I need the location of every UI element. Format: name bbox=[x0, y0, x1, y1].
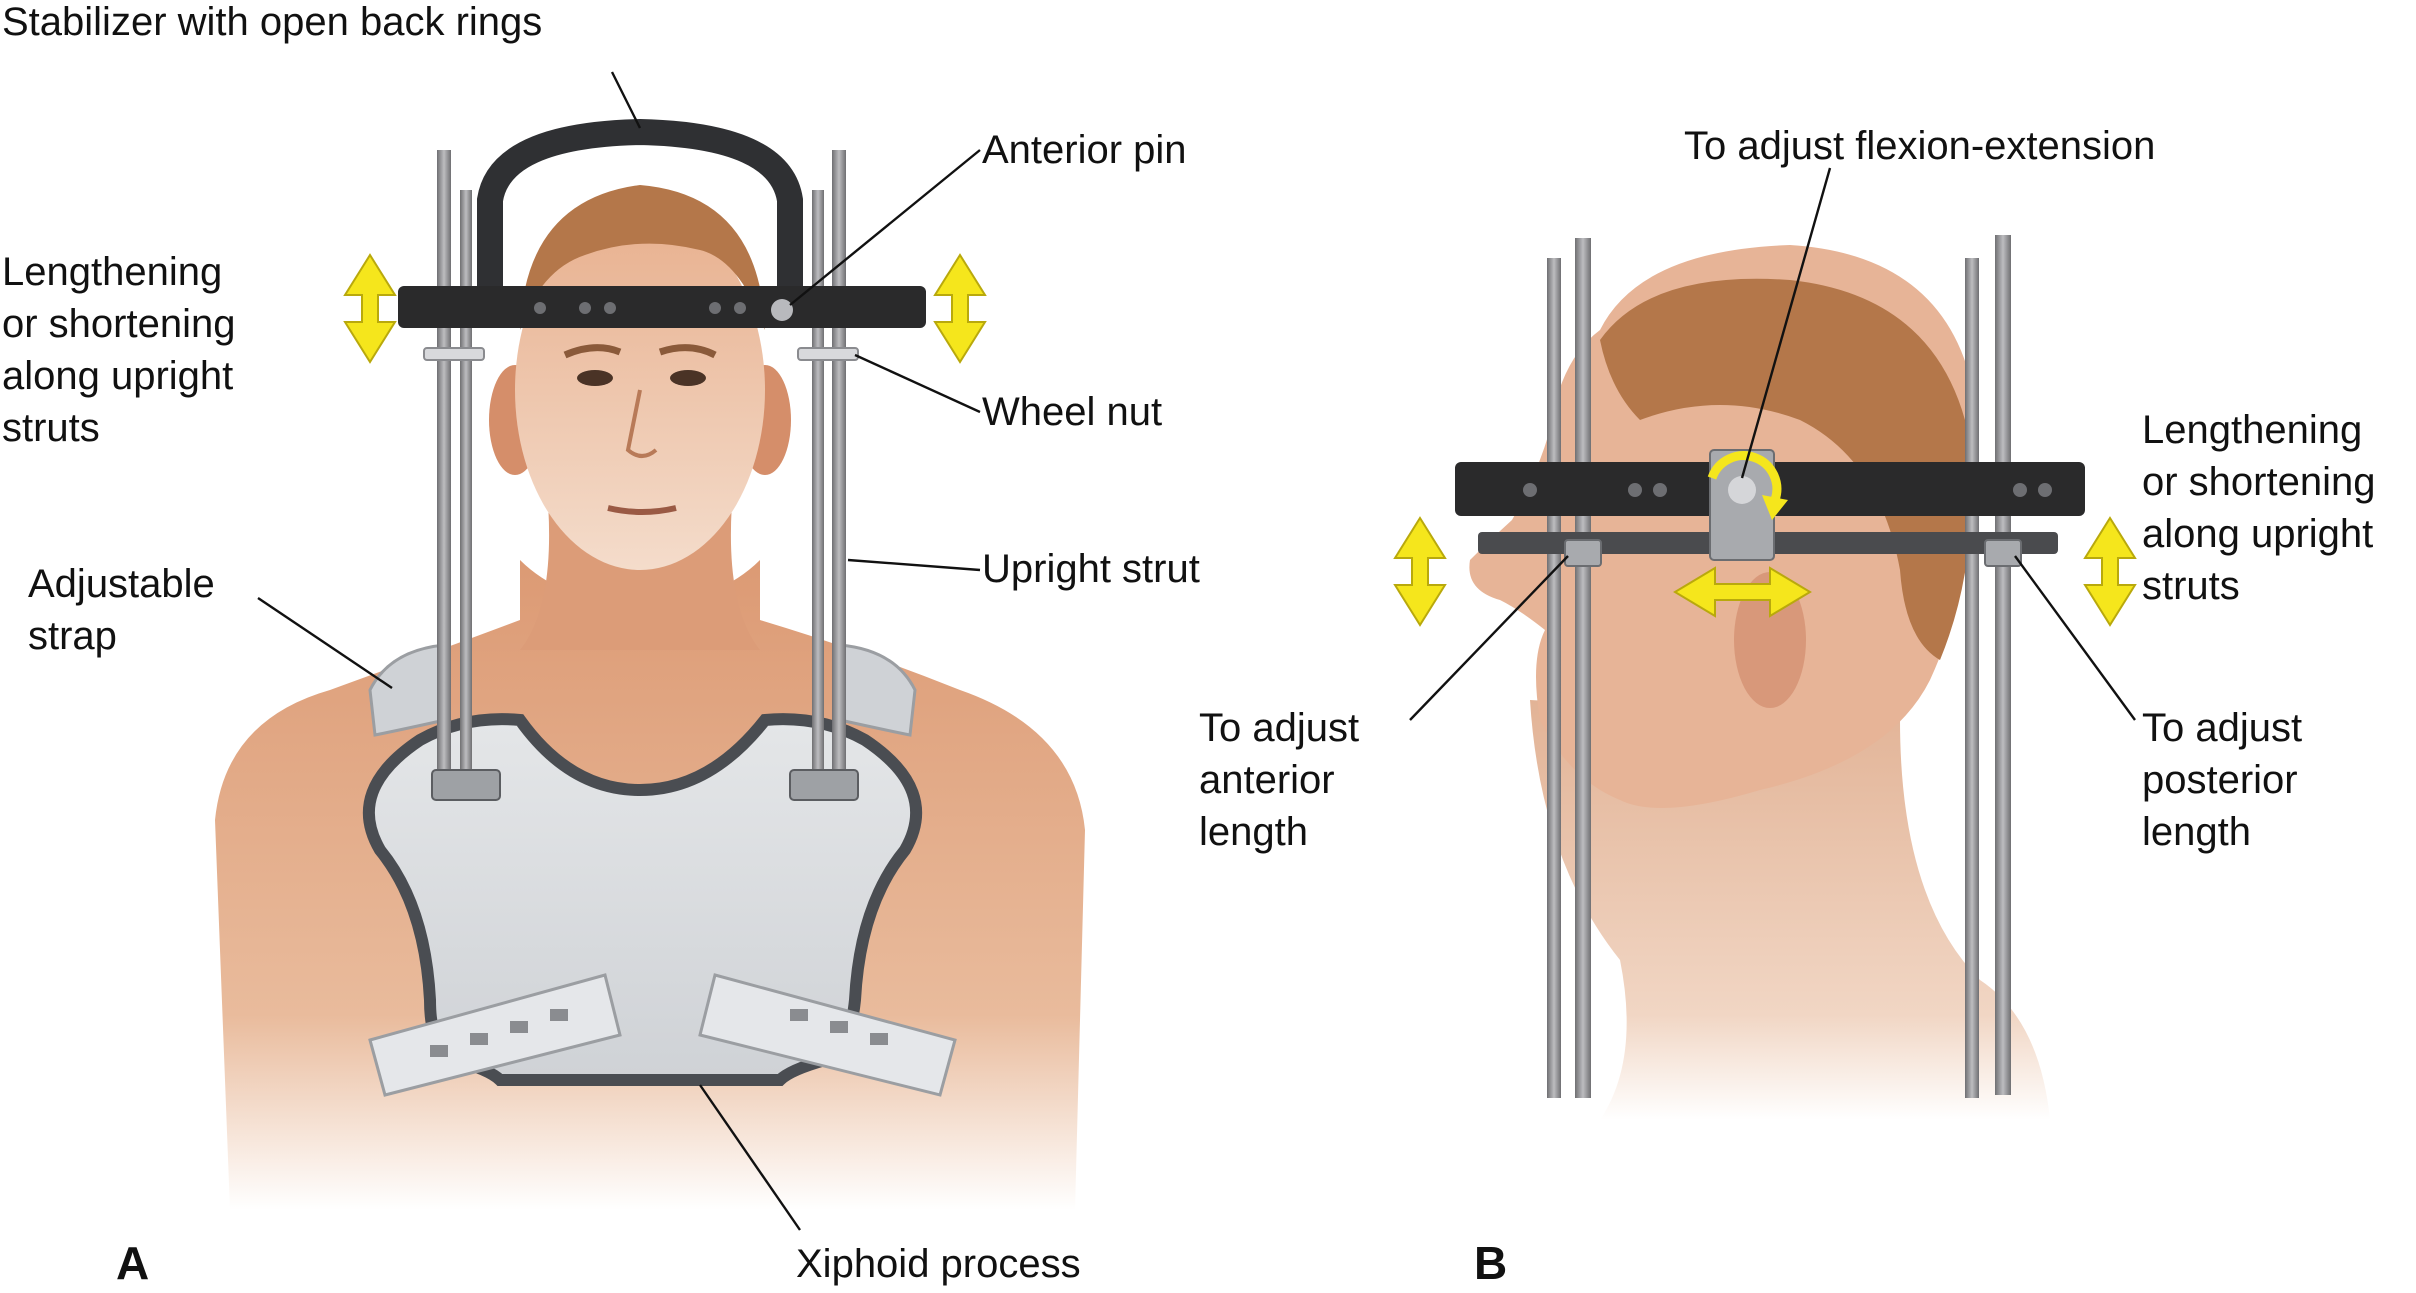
label-lengthening-a-line-4: struts bbox=[2, 406, 100, 450]
posterior-lengthening-arrow bbox=[2083, 516, 2137, 627]
label-xiphoid-process: Xiphoid process bbox=[796, 1242, 1081, 1286]
left-shoulder-pad bbox=[368, 643, 447, 737]
mouth bbox=[607, 505, 677, 515]
label-lengthening-b-line-2: or shortening bbox=[2142, 460, 2376, 504]
left-upright-strut bbox=[437, 150, 451, 790]
label-lengthening-b-line-4: struts bbox=[2142, 564, 2240, 608]
label-lengthening-a-line-1: Lengthening bbox=[2, 250, 223, 294]
anterior-length-arrow bbox=[1393, 516, 1447, 627]
right-lengthening-arrow bbox=[933, 253, 987, 364]
panel-b-leader-lines bbox=[1409, 167, 2136, 721]
left-upright-strut-2 bbox=[460, 190, 472, 790]
halo-ring-side-holes bbox=[1523, 483, 2052, 497]
anterior-strut-2 bbox=[1575, 238, 1591, 1098]
label-lengthening-b-line-3: along upright bbox=[2142, 512, 2374, 556]
label-anterior-pin: Anterior pin bbox=[982, 128, 1187, 172]
label-lengthening-a: Lengthening or shortening along upright … bbox=[2, 246, 235, 454]
right-upright-strut-2 bbox=[812, 190, 824, 790]
left-chest-strap bbox=[368, 973, 622, 1097]
right-chest-strap bbox=[698, 973, 957, 1097]
anterior-clamp bbox=[1564, 539, 1602, 567]
label-anterior-length: To adjust anterior length bbox=[1199, 702, 1359, 858]
halo-ring-front bbox=[398, 286, 926, 328]
label-wheel-nut: Wheel nut bbox=[982, 390, 1163, 434]
right-eye bbox=[670, 370, 706, 386]
chest-vest bbox=[362, 713, 923, 1086]
label-lengthening-a-line-2: or shortening bbox=[2, 302, 236, 346]
right-strut-bracket bbox=[789, 769, 859, 801]
strap-holes bbox=[430, 1009, 888, 1057]
panel-letter-b: B bbox=[1474, 1237, 1508, 1289]
panel-b-drawing bbox=[1393, 167, 2137, 1120]
posterior-strut-2 bbox=[1995, 235, 2011, 1095]
label-posterior-length: To adjust posterior length bbox=[2142, 702, 2302, 858]
panel-a-drawing bbox=[215, 71, 1085, 1231]
posterior-clamp bbox=[1984, 539, 2022, 567]
label-lengthening-b: Lengthening or shortening along upright … bbox=[2142, 404, 2375, 612]
label-anterior-length-line-3: length bbox=[1199, 810, 1308, 854]
left-eye bbox=[577, 370, 613, 386]
label-upright-strut: Upright strut bbox=[982, 547, 1200, 591]
right-wheel-nut bbox=[797, 347, 859, 361]
stabilizer-open-back-ring bbox=[477, 118, 803, 305]
horizontal-adjust-arrow bbox=[1673, 566, 1812, 618]
label-posterior-length-line-2: posterior bbox=[2142, 758, 2298, 802]
label-lengthening-b-line-1: Lengthening bbox=[2142, 408, 2363, 452]
posterior-strut-1 bbox=[1965, 258, 1979, 1098]
label-adjustable-strap: Adjustable strap bbox=[28, 558, 215, 662]
right-upright-strut bbox=[832, 150, 846, 790]
hair-side bbox=[1600, 278, 1972, 660]
label-lengthening-a-line-3: along upright bbox=[2, 354, 234, 398]
left-lengthening-arrow bbox=[343, 253, 397, 364]
label-adjustable-strap-line-1: Adjustable bbox=[28, 562, 215, 606]
nose bbox=[625, 389, 658, 458]
hair-front bbox=[520, 185, 765, 330]
anterior-strut-1 bbox=[1547, 258, 1561, 1098]
panel-a-leader-lines bbox=[257, 71, 981, 1231]
rotation-arrowhead bbox=[1762, 495, 1788, 520]
label-flexion-extension: To adjust flexion-extension bbox=[1684, 124, 2156, 168]
label-anterior-length-line-1: To adjust bbox=[1199, 706, 1360, 750]
halo-ring-holes bbox=[534, 302, 746, 314]
panel-letter-a: A bbox=[116, 1237, 150, 1289]
label-posterior-length-line-1: To adjust bbox=[2142, 706, 2303, 750]
left-wheel-nut bbox=[423, 347, 485, 361]
label-posterior-length-line-3: length bbox=[2142, 810, 2251, 854]
brows bbox=[563, 344, 717, 359]
right-shoulder-pad bbox=[838, 643, 917, 737]
label-adjustable-strap-line-2: strap bbox=[28, 614, 117, 658]
flexion-extension-bolt bbox=[1728, 476, 1756, 504]
label-stabilizer-open-back-rings: Stabilizer with open back rings bbox=[2, 0, 543, 44]
anterior-pin bbox=[771, 299, 793, 321]
left-strut-bracket bbox=[431, 769, 501, 801]
label-anterior-length-line-2: anterior bbox=[1199, 758, 1335, 802]
flexion-extension-rotation-arrow bbox=[1707, 451, 1782, 502]
